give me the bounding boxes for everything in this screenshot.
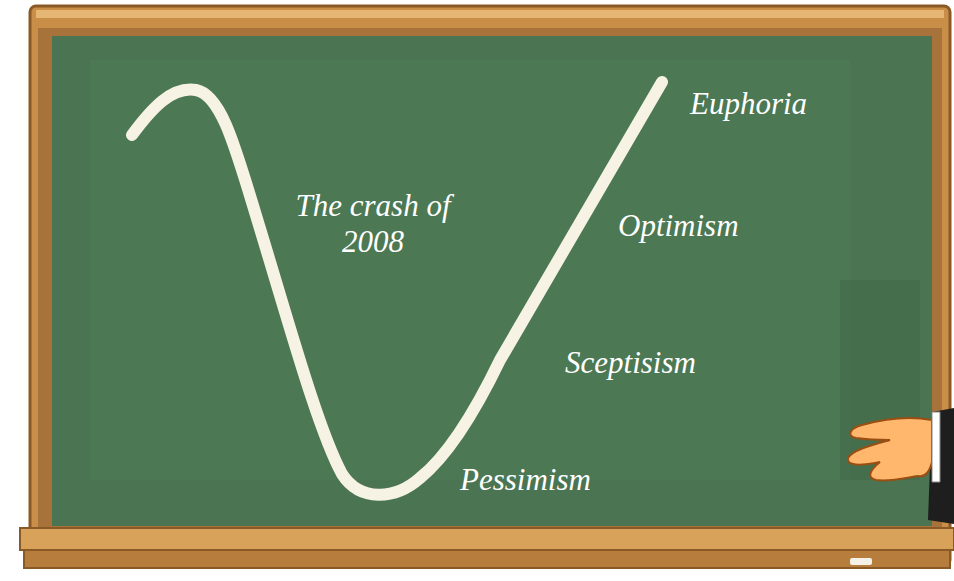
- frame-highlight: [36, 10, 944, 18]
- v-curve: [132, 82, 662, 495]
- chalk-label: Sceptisism: [565, 345, 795, 381]
- chalk-label: Optimism: [618, 208, 838, 244]
- chalk-piece: [850, 558, 872, 565]
- chalk-tray: [20, 528, 954, 550]
- chalkboard: [52, 36, 932, 526]
- chalk-label: The crash of 2008: [268, 188, 478, 259]
- chalk-label: Pessimism: [460, 462, 690, 498]
- wood-frame: [30, 6, 950, 566]
- shirt-cuff: [932, 412, 940, 482]
- suit-sleeve: [928, 408, 954, 524]
- chalk-label: Euphoria: [690, 86, 910, 122]
- frame-inner-edge: [38, 28, 942, 534]
- tray-front: [24, 550, 950, 568]
- pointing-hand: [848, 418, 932, 481]
